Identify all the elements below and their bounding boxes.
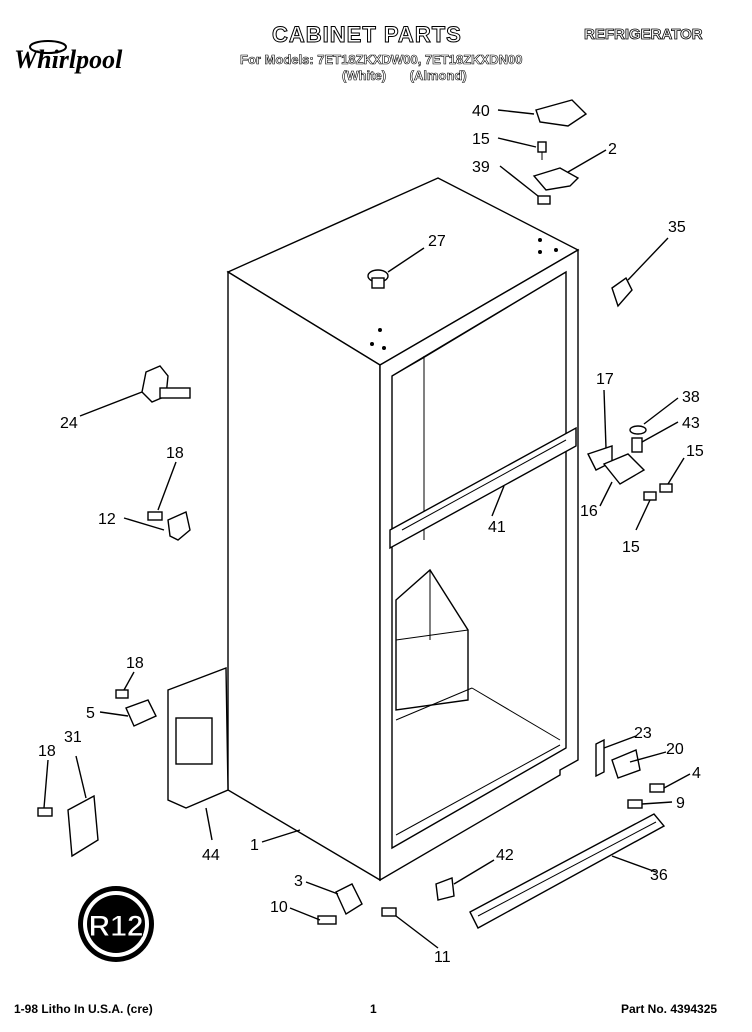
screw-11 xyxy=(381,907,397,917)
callout-38: 38 xyxy=(682,389,700,406)
hinge-pin xyxy=(631,437,643,453)
screw-15c xyxy=(643,491,657,501)
callout-15-right: 15 xyxy=(686,443,704,460)
leader-lines xyxy=(43,109,691,949)
hinge-spacer xyxy=(537,195,551,205)
model-variants: (White) (Almond) xyxy=(342,68,467,84)
callout-42: 42 xyxy=(496,847,514,864)
screw-18b xyxy=(115,689,129,699)
variant-white: (White) xyxy=(342,68,387,84)
callout-11: 11 xyxy=(434,949,451,966)
callout-31: 31 xyxy=(64,729,82,746)
callout-5: 5 xyxy=(86,705,95,722)
hinge-cover-left xyxy=(67,794,99,858)
upper-left-bracket xyxy=(167,511,191,541)
callout-9: 9 xyxy=(676,795,685,812)
callout-17: 17 xyxy=(596,371,614,388)
left-lower-hinge xyxy=(125,699,157,727)
appliance-category: REFRIGERATOR xyxy=(584,26,703,44)
hinge-cover-right xyxy=(611,276,633,308)
logo-wordmark: Whirlpool xyxy=(14,45,123,74)
roller-assembly xyxy=(335,883,363,916)
callout-40: 40 xyxy=(472,103,490,120)
r12-badge: R12 xyxy=(78,886,154,962)
callout-10: 10 xyxy=(270,899,288,916)
top-cap xyxy=(367,269,389,289)
callout-20: 20 xyxy=(666,741,684,758)
callout-18-left: 18 xyxy=(126,655,144,672)
callout-39: 39 xyxy=(472,159,490,176)
lower-right-bracket xyxy=(595,738,605,778)
model-numbers: For Models: 7ET18ZKXDW00, 7ET18ZKXDN00 xyxy=(240,52,523,68)
footer-litho: 1-98 Litho In U.S.A. (cre) xyxy=(14,1002,153,1016)
callout-24: 24 xyxy=(60,415,78,432)
callout-12: 12 xyxy=(98,511,116,528)
screw-18c xyxy=(37,807,53,817)
callout-41: 41 xyxy=(488,519,506,536)
callout-1: 1 xyxy=(250,837,259,854)
center-mullion xyxy=(389,426,577,550)
callout-15-lower: 15 xyxy=(622,539,640,556)
cabinet-body xyxy=(226,177,580,882)
callout-15: 15 xyxy=(472,131,490,148)
screw-4 xyxy=(649,783,665,793)
callout-3: 3 xyxy=(294,873,303,890)
top-hinge xyxy=(532,167,580,191)
callout-43: 43 xyxy=(682,415,700,432)
callout-16: 16 xyxy=(580,503,598,520)
callout-labels: 40 15 2 39 35 27 24 18 12 17 38 43 15 16… xyxy=(38,103,704,966)
page-title: CABINET PARTS xyxy=(272,22,462,48)
variant-almond: (Almond) xyxy=(409,68,467,84)
toe-grille xyxy=(469,813,666,929)
svg-text:R12: R12 xyxy=(88,910,143,943)
footer-page-number: 1 xyxy=(370,1002,377,1016)
callout-23: 23 xyxy=(634,725,652,742)
screw-15b xyxy=(659,483,673,493)
screw-10 xyxy=(317,915,337,925)
hinge-cover xyxy=(535,99,588,127)
washer xyxy=(629,425,647,435)
callout-36: 36 xyxy=(650,867,668,884)
screw-9 xyxy=(627,799,643,809)
callout-27: 27 xyxy=(428,233,446,250)
lower-right-hinge xyxy=(611,749,641,779)
grille-clip xyxy=(435,877,455,901)
whirlpool-logo: Whirlpool xyxy=(14,38,154,76)
leveling-leg xyxy=(141,365,191,403)
callout-18: 18 xyxy=(166,445,184,462)
screw-18a xyxy=(147,511,163,521)
callout-18-bottom: 18 xyxy=(38,743,56,760)
callout-2: 2 xyxy=(608,141,617,158)
callout-44: 44 xyxy=(202,847,220,864)
callout-4: 4 xyxy=(692,765,701,782)
footer-part-number: Part No. 4394325 xyxy=(621,1002,718,1016)
center-hinge xyxy=(602,453,646,485)
callout-35: 35 xyxy=(668,219,686,236)
toe-plate-left xyxy=(167,666,229,809)
screw-top xyxy=(537,141,547,160)
